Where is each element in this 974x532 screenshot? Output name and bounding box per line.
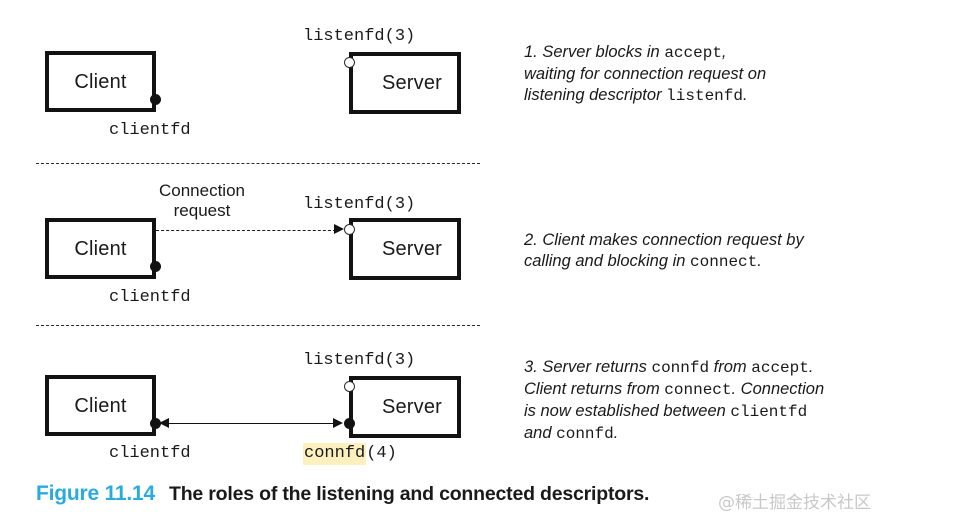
step-1-description: 1. Server blocks in accept, waiting for … [524, 42, 954, 107]
client-box-panel3: Client [45, 375, 156, 436]
step3-line1-code2: accept [751, 359, 809, 377]
panel-step-3: listenfd(3) Client clientfd Server connf… [0, 325, 974, 470]
established-connection-arrowhead-left [159, 418, 169, 428]
step2-line2-b: . [757, 252, 762, 270]
step2-line2-a: calling and blocking in [524, 252, 691, 270]
step3-line4-a: and [524, 424, 557, 442]
callout-line-2: request [173, 200, 231, 220]
server-box-panel1: Server [349, 52, 461, 114]
connfd-label-panel3: connfd(4) [303, 443, 397, 465]
step-3-description: 3. Server returns connfd from accept. Cl… [524, 357, 954, 445]
client-box-panel2: Client [45, 218, 156, 279]
connfd-number: (4) [366, 444, 397, 463]
step1-line2: waiting for connection request on [524, 65, 767, 83]
step2-line1: 2. Client makes connection request by [524, 231, 804, 249]
server-label-panel2: Server [381, 238, 443, 260]
listenfd-label-panel2: listenfd(3) [303, 195, 416, 214]
step1-line3-b: . [742, 86, 748, 104]
connection-request-callout: Connection request [147, 181, 257, 220]
step3-line1-c: . [808, 358, 814, 376]
step3-line4-b: . [613, 424, 619, 442]
step1-line1-b: , [721, 43, 727, 61]
callout-line-1: Connection [158, 181, 245, 200]
listenfd-endpoint-circle-panel1 [344, 57, 355, 68]
established-connection-arrowhead-right [333, 418, 343, 428]
clientfd-endpoint-dot-panel3 [150, 418, 161, 429]
step3-line1-code1: connfd [651, 359, 710, 377]
clientfd-endpoint-dot-panel2 [150, 261, 161, 272]
connfd-name-highlight: connfd [303, 443, 367, 465]
connection-request-arrow-line [156, 230, 336, 231]
listenfd-endpoint-circle-panel3 [344, 381, 355, 392]
client-label-panel1: Client [74, 70, 127, 93]
figure-title: The roles of the listening and connected… [169, 483, 650, 505]
clientfd-label-panel2: clientfd [109, 288, 191, 307]
server-label-panel1: Server [381, 72, 443, 94]
step3-line3-code: clientfd [730, 403, 808, 421]
client-box-panel1: Client [45, 51, 156, 112]
server-box-panel2: Server [349, 218, 461, 280]
established-connection-line [166, 423, 338, 424]
clientfd-label-panel3: clientfd [109, 444, 191, 463]
figure-caption: Figure 11.14 The roles of the listening … [36, 482, 649, 506]
listenfd-label-panel3: listenfd(3) [303, 351, 416, 370]
server-label-panel3: Server [381, 396, 443, 418]
connection-request-arrowhead [334, 224, 344, 234]
step3-line4-code: connfd [556, 425, 614, 443]
step3-line1-a: 3. Server returns [524, 358, 652, 376]
step1-line3-code: listenfd [666, 87, 743, 105]
panel-step-2: Connection request listenfd(3) Client cl… [0, 160, 974, 326]
step1-line3-a: listening descriptor [524, 86, 667, 104]
step3-line2-a: Client returns from [524, 380, 665, 398]
step1-line1-code: accept [664, 44, 722, 62]
watermark-text: @稀土掘金技术社区 [718, 493, 871, 513]
listenfd-label-panel1: listenfd(3) [303, 27, 416, 46]
clientfd-endpoint-dot-panel1 [150, 94, 161, 105]
listenfd-endpoint-circle-panel2 [344, 224, 355, 235]
step1-line1-a: 1. Server blocks in [524, 43, 665, 61]
figure-number: Figure 11.14 [36, 482, 155, 505]
client-label-panel3: Client [74, 394, 127, 417]
step3-line2-b: . Connection [731, 380, 825, 398]
clientfd-label-panel1: clientfd [109, 121, 191, 140]
step3-line2-code: connect [664, 381, 732, 399]
client-label-panel2: Client [74, 237, 127, 260]
panel-divider-2 [36, 325, 480, 326]
step3-line1-b: from [709, 358, 752, 376]
panel-divider-1 [36, 163, 480, 164]
step3-line3-a: is now established between [524, 402, 731, 420]
step-2-description: 2. Client makes connection request by ca… [524, 230, 954, 273]
server-box-panel3: Server [349, 376, 461, 438]
step2-line2-code: connect [690, 253, 758, 271]
connfd-endpoint-dot-panel3 [344, 418, 355, 429]
panel-step-1: listenfd(3) Client clientfd Server 1. Se… [0, 0, 974, 164]
